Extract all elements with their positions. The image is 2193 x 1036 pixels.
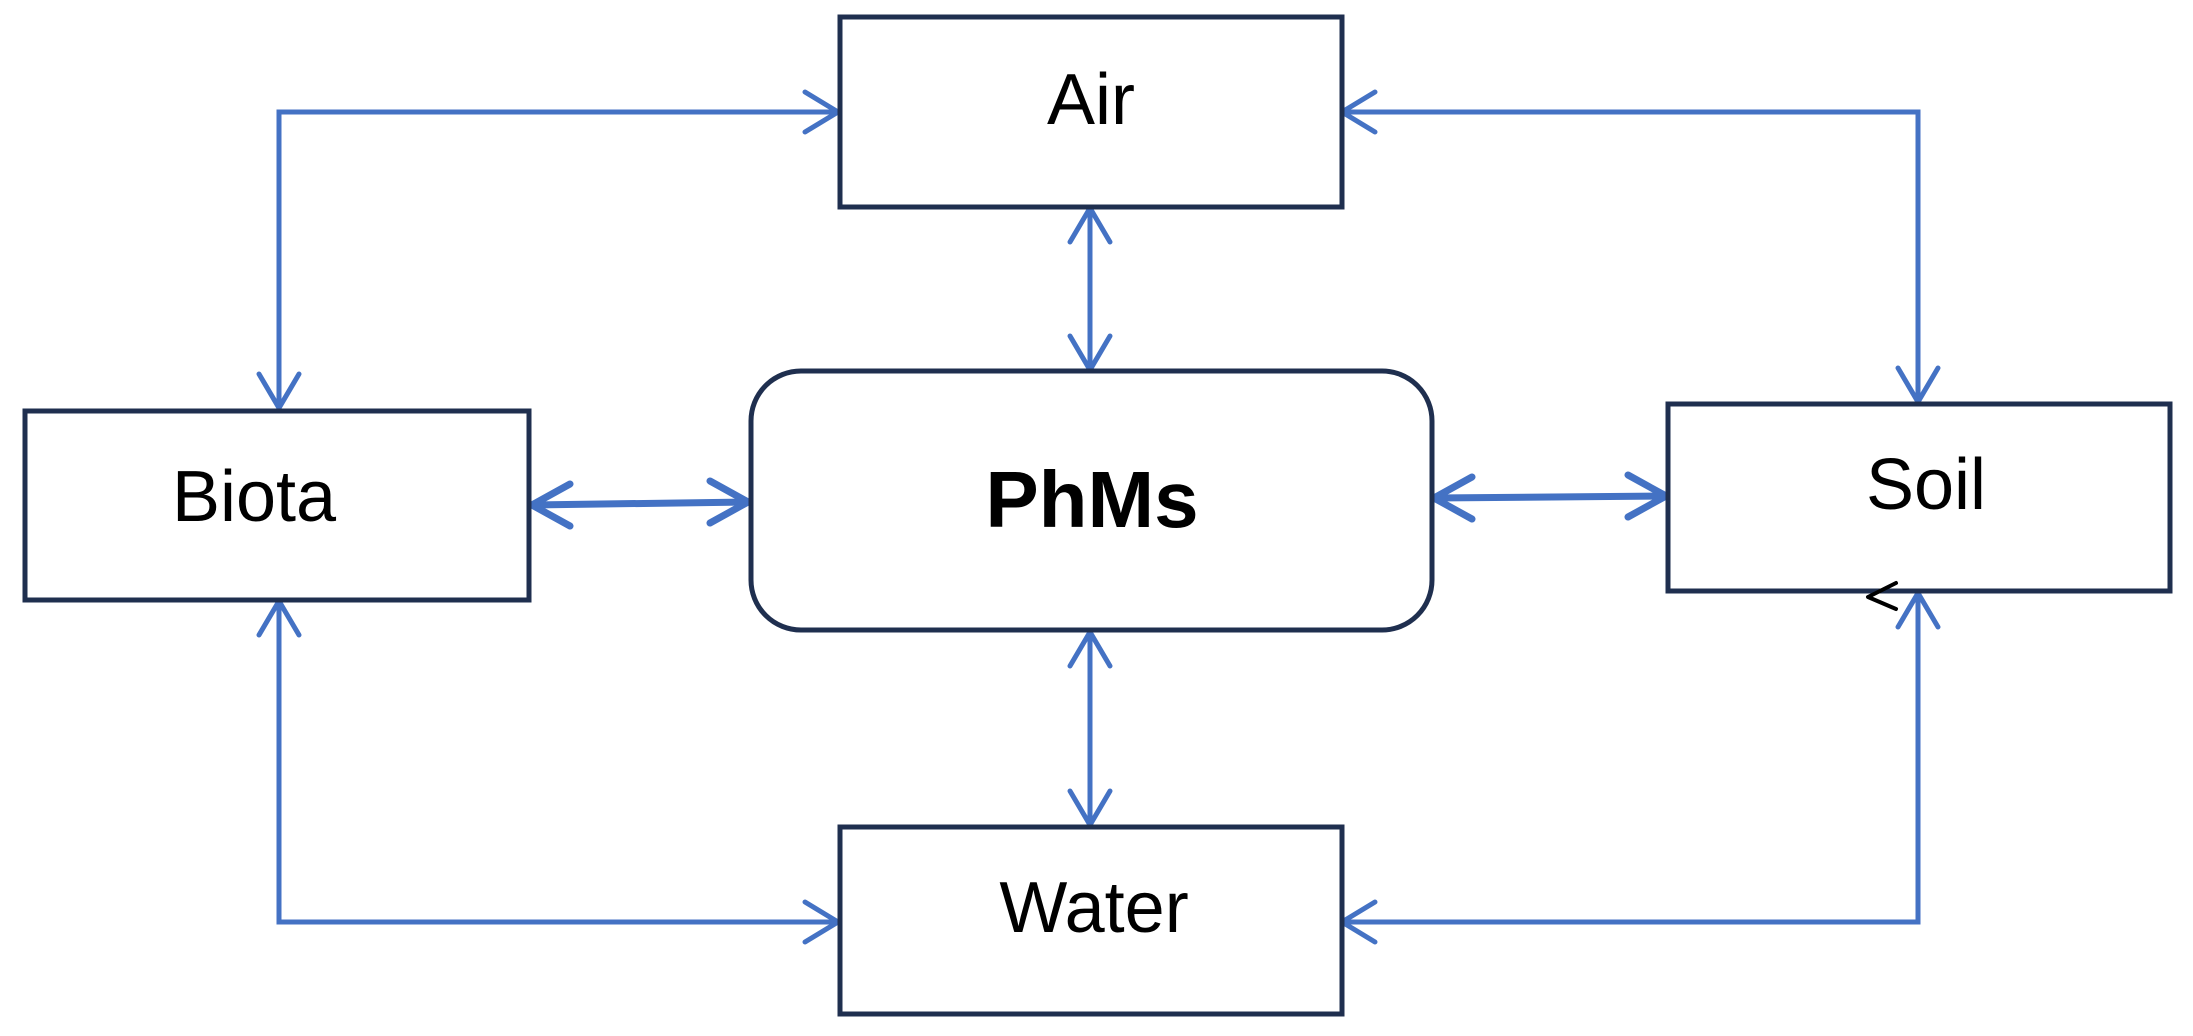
connector-soil-water (1339, 590, 1941, 945)
node-air-label: Air (1047, 60, 1135, 140)
node-water: Water (837, 824, 1345, 1017)
stray-chevron-mark (1866, 581, 1898, 611)
connector-air-soil (1339, 89, 1941, 405)
connector-biota-center (528, 477, 752, 530)
node-center-label: PhMs (985, 455, 1198, 544)
node-soil: Soil (1665, 401, 2173, 594)
node-biota-label: Biota (172, 457, 337, 537)
node-biota: Biota (22, 408, 532, 603)
connector-air-center (1067, 205, 1113, 373)
connector-center-soil (1430, 471, 1670, 523)
connector-center-water (1067, 629, 1113, 828)
node-air: Air (837, 14, 1345, 210)
node-soil-label: Soil (1866, 445, 1986, 525)
connector-biota-air (256, 89, 841, 411)
node-water-label: Water (999, 868, 1188, 948)
connector-biota-water (256, 598, 841, 945)
node-center: PhMs (748, 368, 1435, 633)
